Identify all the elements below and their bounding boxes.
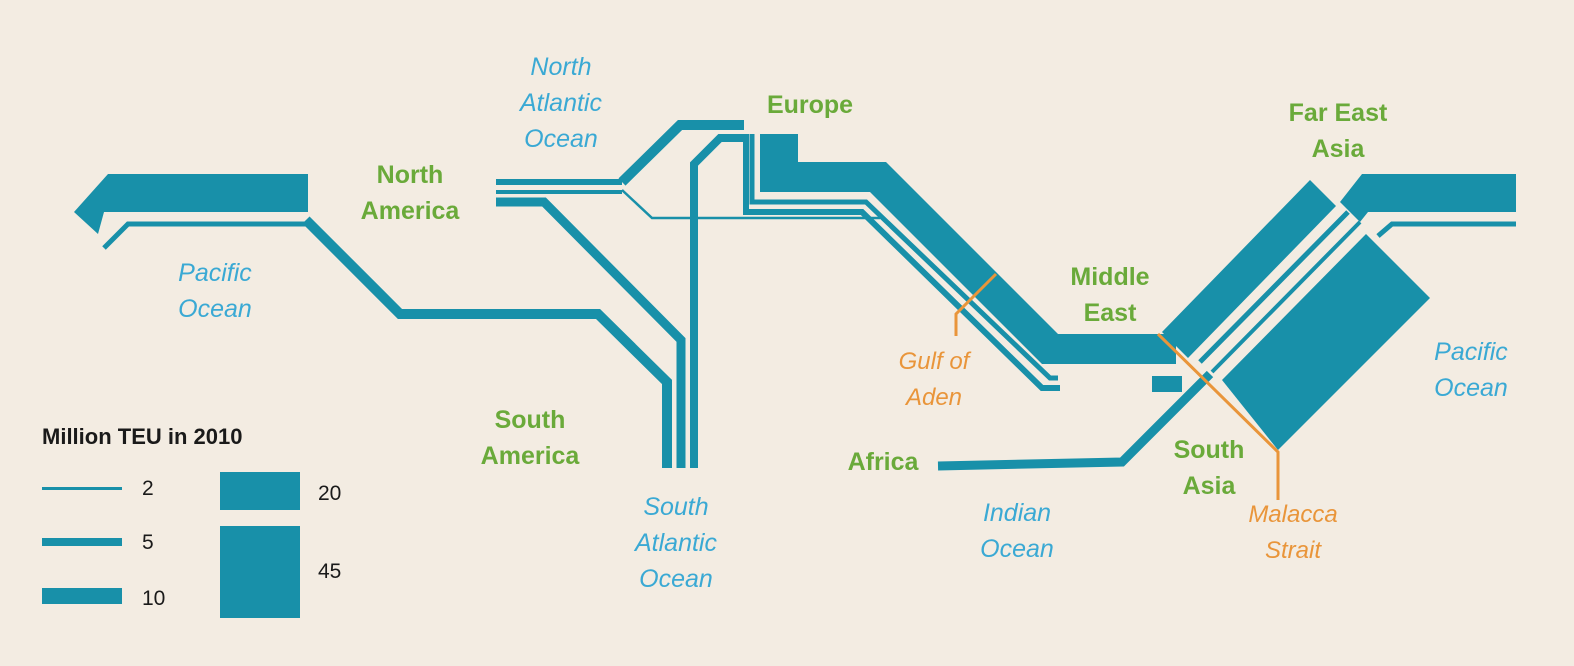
label-africa: Africa — [847, 448, 919, 476]
label-europe: Europe — [766, 91, 854, 119]
route-na-mediterranean — [621, 189, 880, 220]
legend-title: Million TEU in 2010 — [42, 424, 243, 449]
route-fareast-europe-thin-1 — [1198, 210, 1350, 364]
route-asia-europe-thin-1 — [749, 134, 1058, 381]
route-transatlantic — [618, 120, 744, 186]
route-fareast-europe-thin-2 — [1210, 220, 1362, 374]
route-middle-east-south-asia — [1152, 376, 1182, 392]
legend-swatch-2 — [42, 487, 122, 490]
route-africa-asia — [937, 370, 1214, 471]
legend-swatch-45 — [220, 526, 300, 618]
legend-value-2: 2 — [142, 477, 154, 500]
legend-value-45: 45 — [318, 560, 342, 583]
route-europe-south-america — [690, 134, 744, 468]
route-na-south-america — [496, 197, 686, 468]
route-transpacific-east — [1340, 174, 1516, 222]
marker-malacca-strait — [1156, 332, 1280, 500]
legend-swatch-5 — [42, 538, 122, 546]
route-intra-asia — [1222, 234, 1430, 450]
route-transpacific-main — [74, 174, 308, 234]
route-na-pacific-south — [302, 216, 672, 468]
route-transpacific-thin — [102, 221, 306, 250]
legend-value-20: 20 — [318, 482, 342, 505]
route-transpacific-east-thin — [1376, 221, 1516, 238]
legend-value-10: 10 — [142, 587, 166, 610]
marker-gulf-of-aden — [954, 272, 998, 336]
route-fareast-europe — [1162, 180, 1336, 358]
legend-value-5: 5 — [142, 531, 154, 554]
legend-swatch-20 — [220, 472, 300, 510]
route-asia-europe-main — [760, 134, 1176, 364]
route-asia-europe-thin-2 — [743, 134, 1060, 391]
legend-swatch-10 — [42, 588, 122, 604]
